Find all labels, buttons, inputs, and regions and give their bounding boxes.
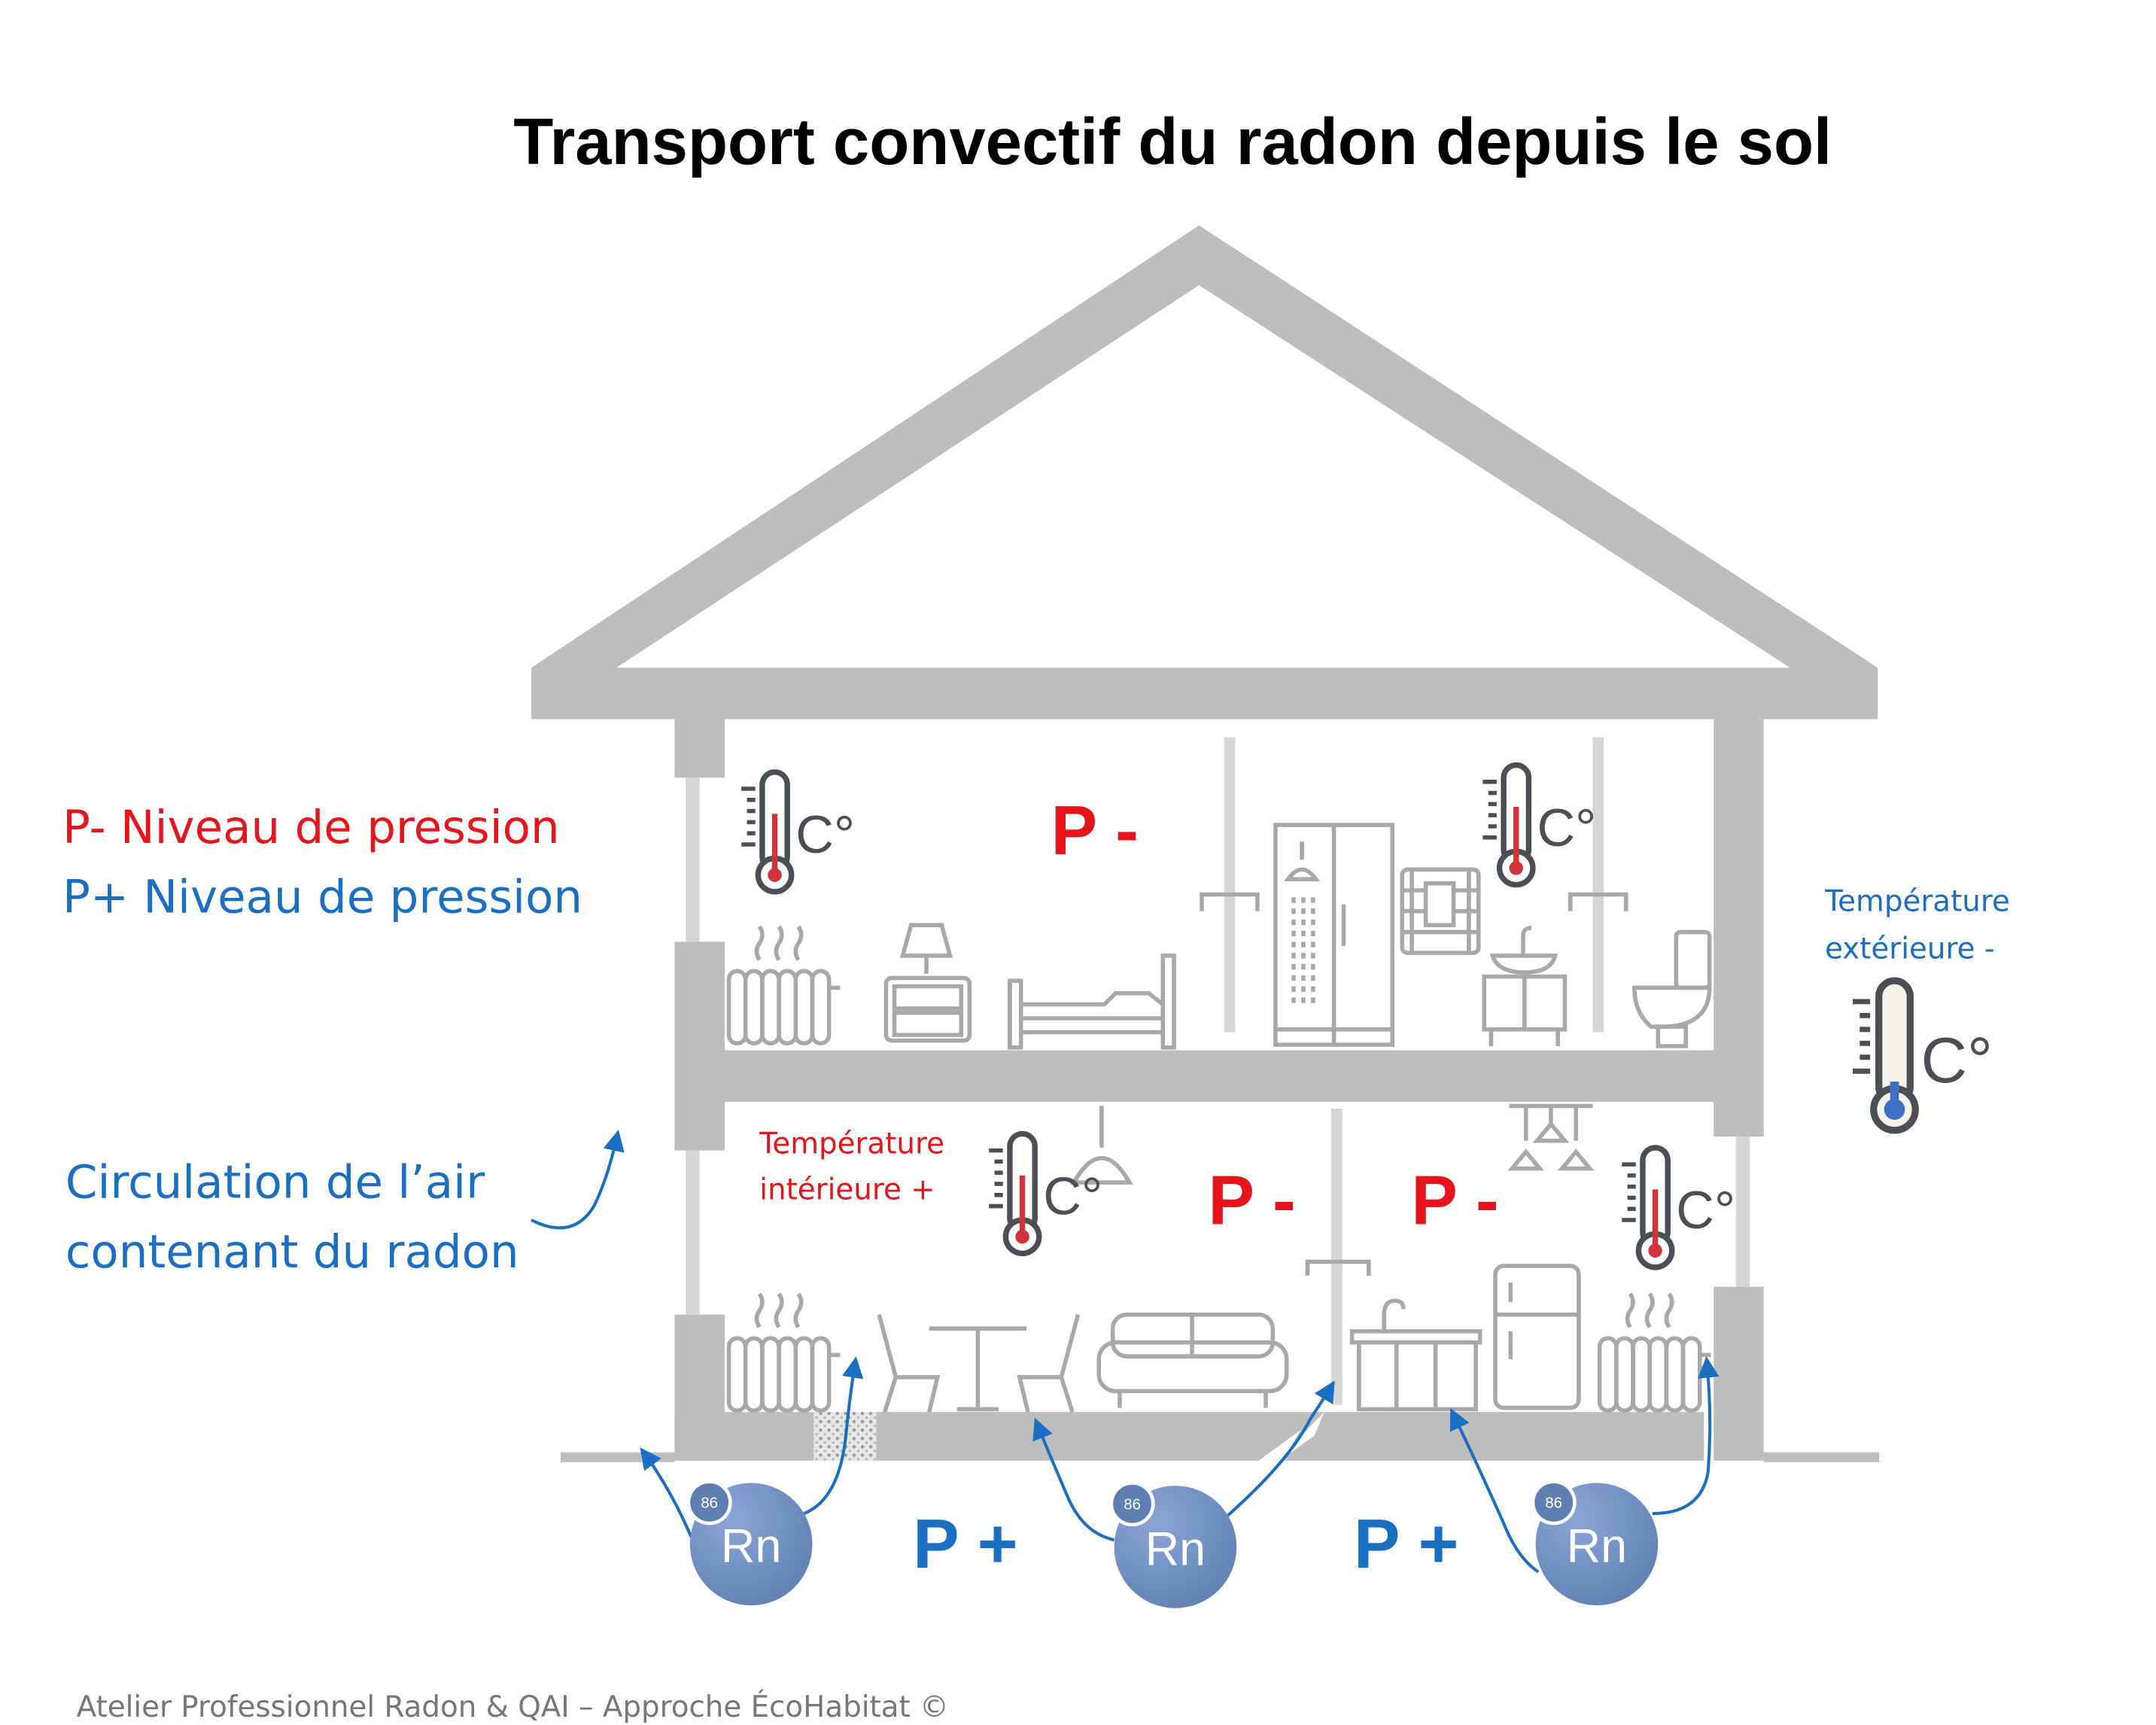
bed-icon [1008, 954, 1176, 1050]
radon-atom: Rn 86 [686, 1480, 813, 1606]
toilet-icon [1632, 929, 1712, 1048]
pipe-fitting [1200, 892, 1260, 911]
sink-cabinet-icon [1482, 926, 1568, 1046]
right-wall-window [1735, 1136, 1750, 1287]
radon-atom: Rn 86 [1531, 1480, 1659, 1606]
dining-set-icon [877, 1314, 1081, 1413]
pipe-lower [1330, 1109, 1343, 1405]
pendant-lamp-icon [1070, 1106, 1133, 1185]
label-temp-exterieure-line2: extérieure - [1825, 932, 1995, 966]
roof-beam [531, 668, 1878, 720]
radon-atomic-number: 86 [1124, 1497, 1141, 1514]
legend-arrow [531, 1129, 625, 1230]
pipe-upper-right [1592, 737, 1604, 1033]
right-wall-upper [1714, 719, 1764, 1137]
thermometer-unit: C° [1537, 798, 1596, 857]
pipe-upper-left [1224, 737, 1236, 1033]
thermometer-unit: C° [1043, 1167, 1102, 1226]
roof [531, 225, 1878, 671]
pipe-fitting [1305, 1259, 1371, 1276]
left-wall-upper-stub [674, 719, 725, 778]
left-wall-middle [674, 942, 725, 1151]
radon-atomic-number: 86 [701, 1495, 718, 1512]
intermediate-floor [725, 1050, 1714, 1102]
fridge-icon [1493, 1264, 1581, 1410]
right-wall-base [1714, 1286, 1764, 1461]
furniture-lower [729, 1103, 1711, 1413]
legend-circulation-line1: Circulation de l’air [65, 1155, 485, 1209]
outdoor-thermometer-icon: C° [1853, 977, 1993, 1134]
thermometer-unit: C° [1921, 1025, 1993, 1097]
left-wall-window-lower [686, 1150, 700, 1315]
left-wall-window-upper [686, 777, 700, 942]
footer-credit: Atelier Professionnel Radon & QAI – Appr… [77, 1689, 949, 1724]
radon-symbol: Rn [1145, 1523, 1206, 1575]
shower-icon [1273, 823, 1395, 1047]
label-temp-interieure-line2: intérieure + [759, 1173, 935, 1206]
sofa-icon [1096, 1312, 1289, 1408]
thermometer-icon: C° [741, 772, 855, 892]
nightstand-icon [883, 923, 972, 1043]
radiator-icon [729, 926, 841, 1043]
diagram-title: Transport convectif du radon depuis le s… [513, 105, 1832, 178]
radon-symbol: Rn [1567, 1520, 1627, 1573]
label-temp-exterieure-line1: Température [1824, 885, 2010, 919]
kitchen-cabinet-icon [1349, 1298, 1482, 1412]
furniture-upper [729, 823, 1712, 1050]
radon-atom: Rn 86 [1109, 1481, 1237, 1608]
label-temp-interieure-line1: Température [759, 1127, 944, 1161]
pressure-soil-left: P + [913, 1504, 1018, 1583]
radiator-icon [1600, 1294, 1711, 1410]
thermometer-icon: C° [1622, 1148, 1735, 1267]
thermometer-icon: C° [1482, 765, 1596, 885]
legend-circulation-line2: contenant du radon [65, 1225, 519, 1279]
towel-radiator-icon [1400, 867, 1481, 955]
radon-flow-arrows [640, 1356, 1720, 1574]
chandelier-icon [1507, 1103, 1595, 1171]
legend-p-plus: P+ Niveau de pression [62, 871, 582, 924]
pressure-lower-right: P - [1411, 1161, 1498, 1240]
radon-symbol: Rn [721, 1520, 781, 1573]
pressure-soil-right: P + [1354, 1504, 1459, 1583]
thermometer-icon: C° [989, 1133, 1102, 1253]
pressure-lower-left: P - [1208, 1161, 1295, 1240]
thermometer-unit: C° [795, 805, 855, 864]
pipe-fitting [1568, 892, 1628, 911]
ground-line-left [560, 1452, 675, 1462]
radiator-icon [729, 1294, 841, 1410]
pressure-upper: P - [1051, 791, 1138, 869]
radon-atomic-number: 86 [1545, 1495, 1562, 1512]
thermometer-unit: C° [1676, 1180, 1735, 1240]
house-structure [531, 225, 1880, 1462]
ground-line-right [1763, 1452, 1880, 1462]
legend-p-minus: P- Niveau de pression [62, 801, 559, 854]
